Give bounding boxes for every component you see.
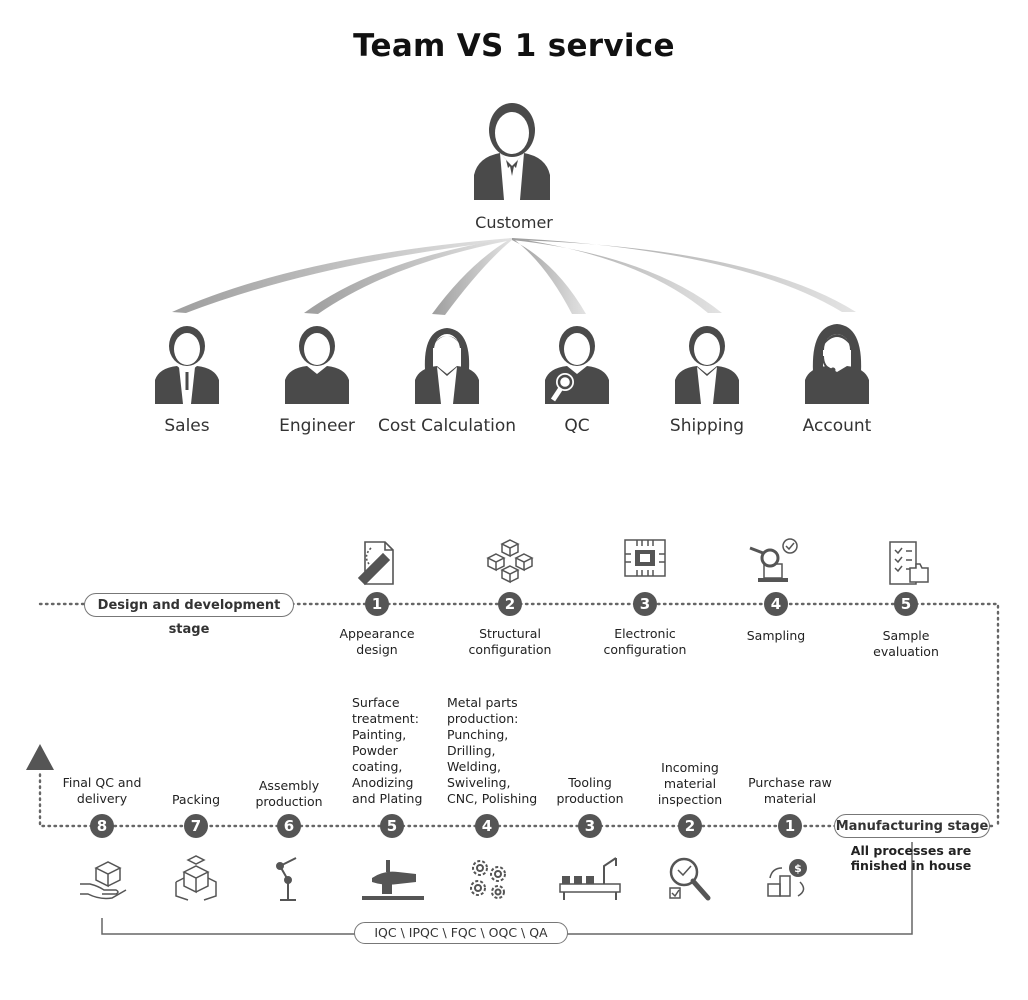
manufacturing-step-1-badge: 1 xyxy=(778,814,802,838)
magnifier-check-icon xyxy=(749,538,798,582)
gears-icon xyxy=(470,860,506,899)
manufacturing-step-3-label: Tooling production xyxy=(556,775,624,806)
beam-account xyxy=(512,238,856,312)
purchase-icon: $ xyxy=(767,859,807,897)
clipboard-thumb-icon xyxy=(889,541,929,585)
pencil-design-icon xyxy=(357,541,394,586)
beam-engineer xyxy=(304,238,512,314)
role-label-account: Account xyxy=(802,416,872,436)
design-step-2-badge: 2 xyxy=(498,592,522,616)
beam-sales xyxy=(172,238,512,313)
qc-label-pill: IQC \ IPQC \ FQC \ OQC \ QA xyxy=(354,922,568,944)
shipping-icon xyxy=(675,326,739,404)
connector-beams xyxy=(172,238,856,315)
manufacturing-step-3-badge: 3 xyxy=(578,814,602,838)
design-step-5-label: Sample evaluation xyxy=(873,628,939,659)
design-step-4-badge: 4 xyxy=(764,592,788,616)
role-label-sales: Sales xyxy=(164,416,210,436)
manufacturing-step-5-label: Surface treatment: Painting, Powder coat… xyxy=(352,695,423,806)
role-label-engineer: Engineer xyxy=(279,416,355,436)
beam-shipping xyxy=(512,238,722,313)
role-label-shipping: Shipping xyxy=(669,416,745,436)
boxes-icon xyxy=(175,855,217,901)
manufacturing-step-2-label: Incoming material inspection xyxy=(657,760,723,807)
design-step-5-badge: 5 xyxy=(894,592,918,616)
design-step-2-label: Structural configuration xyxy=(468,626,552,657)
manufacturing-step-8-label: Final QC and delivery xyxy=(62,775,142,806)
account-icon xyxy=(805,324,869,404)
beam-cost xyxy=(432,238,512,315)
manufacturing-step-6-badge: 6 xyxy=(277,814,301,838)
manufacturing-step-7-badge: 7 xyxy=(184,814,208,838)
cubes-icon xyxy=(486,539,534,584)
flow-lines xyxy=(38,602,1000,828)
design-flow-line xyxy=(38,602,1000,828)
hand-box-icon xyxy=(80,861,127,900)
manufacturing-step-6-label: Assembly production xyxy=(255,778,323,809)
manufacturing-step-5-badge: 5 xyxy=(380,814,404,838)
robot-arm-icon xyxy=(276,857,297,901)
manufacturing-step-2-badge: 2 xyxy=(678,814,702,838)
qc-icon xyxy=(545,326,609,404)
engineer-icon xyxy=(285,326,349,404)
design-step-1-label: Appearance design xyxy=(339,626,415,657)
customer-label: Customer xyxy=(475,213,553,232)
page-title: Team VS 1 service xyxy=(353,28,675,64)
manufacturing-step-4-label: Metal parts production: Punching, Drilli… xyxy=(447,695,538,806)
magnifier-inspect-icon xyxy=(669,857,711,901)
beam-qc xyxy=(512,238,586,314)
role-label-cost-calculation: Cost Calculation xyxy=(377,416,517,436)
spray-gun-icon xyxy=(362,860,424,900)
manufacturing-step-7-label: Packing xyxy=(171,792,221,807)
sales-icon xyxy=(155,326,219,404)
manufacturing-step-1-label: Purchase raw material xyxy=(748,775,832,806)
design-stage-pill: Design and development stage xyxy=(84,593,294,637)
manufacturing-step-4-badge: 4 xyxy=(475,814,499,838)
design-step-1-badge: 1 xyxy=(365,592,389,616)
cost-calculation-icon xyxy=(415,328,479,404)
conveyor-icon xyxy=(559,857,621,900)
in-house-note: All processes are finished in house xyxy=(850,843,972,873)
return-arrow-icon xyxy=(26,744,54,770)
svg-text:$: $ xyxy=(794,862,802,875)
manufacturing-stage-pill: Manufacturing stage xyxy=(834,814,990,838)
design-step-4-label: Sampling xyxy=(746,628,806,643)
design-step-3-label: Electronic configuration xyxy=(603,626,687,657)
manufacturing-flow-line xyxy=(38,770,994,828)
chip-icon xyxy=(624,539,666,577)
manufacturing-step-8-badge: 8 xyxy=(90,814,114,838)
customer-icon xyxy=(474,103,550,200)
role-label-qc: QC xyxy=(564,416,590,436)
design-step-3-badge: 3 xyxy=(633,592,657,616)
